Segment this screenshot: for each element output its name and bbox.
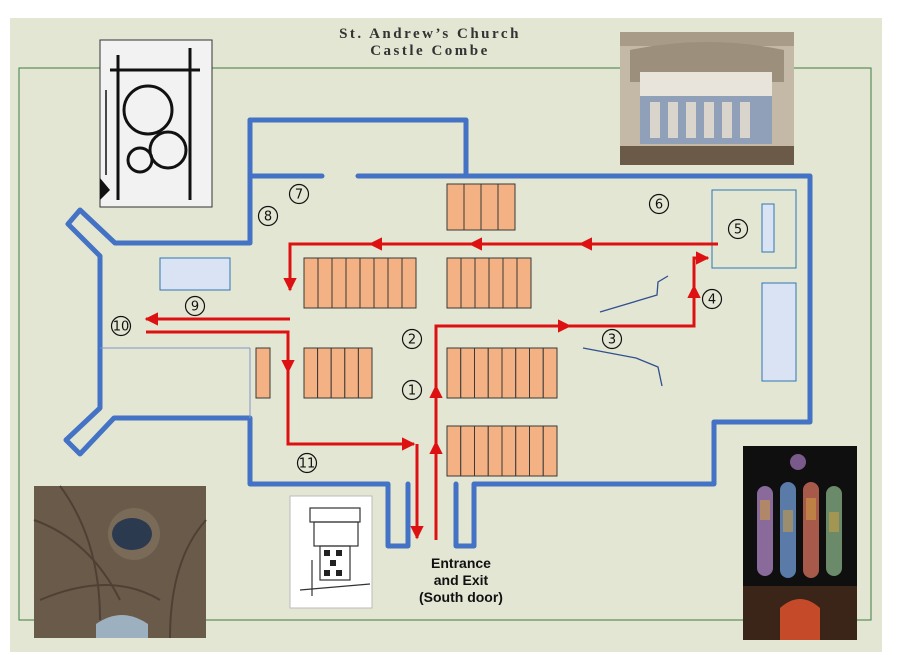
church-walls (63, 117, 813, 549)
marker-number: 3 (608, 333, 616, 348)
pew (446, 257, 462, 309)
altar (761, 203, 775, 253)
pew (357, 347, 373, 399)
marker-6: 6 (648, 193, 670, 215)
marker-2: 2 (401, 328, 423, 350)
marker-circle (257, 205, 279, 227)
pew (515, 347, 530, 399)
pew (460, 347, 475, 399)
pew (255, 347, 271, 399)
marker-number: 4 (708, 293, 716, 308)
marker-circle (601, 328, 623, 350)
pew (331, 257, 347, 309)
pew (529, 347, 544, 399)
marker-circle (184, 295, 206, 317)
entrance-line-3: (South door) (419, 589, 503, 605)
pew (501, 425, 517, 477)
church-title: St. Andrew’s Church Castle Combe (290, 26, 570, 60)
pew (345, 257, 361, 309)
marker-number: 2 (408, 333, 416, 348)
pew (480, 183, 499, 231)
pew (446, 347, 462, 399)
pew (501, 347, 517, 399)
marker-circle (401, 379, 423, 401)
marker-circle (288, 183, 310, 205)
pew (488, 257, 504, 309)
pew (497, 183, 516, 231)
pew (359, 257, 375, 309)
pew (516, 257, 532, 309)
pew (463, 183, 482, 231)
pew (487, 347, 503, 399)
pew (529, 425, 544, 477)
stained-glass-photo (743, 446, 857, 640)
marker-circle (110, 315, 132, 337)
marker-number: 1 (408, 384, 416, 399)
entrance-label: Entrance and Exit (South door) (406, 555, 516, 606)
pew (487, 425, 503, 477)
map-frame (18, 67, 872, 621)
marker-7: 7 (288, 183, 310, 205)
title-place: Castle Combe (370, 43, 490, 59)
screen-south (582, 347, 663, 387)
pew (344, 347, 359, 399)
visitor-route (144, 237, 718, 540)
pews (255, 183, 558, 477)
pew (474, 425, 489, 477)
pew (401, 257, 417, 309)
marker-11: 11 (296, 452, 318, 474)
pew (515, 425, 530, 477)
marker-number: 5 (734, 223, 742, 238)
marker-circle (727, 218, 749, 240)
pew (460, 425, 475, 477)
marker-number: 11 (299, 457, 316, 472)
pew (303, 257, 319, 309)
pew (446, 183, 465, 231)
marker-circle (296, 452, 318, 474)
pew (387, 257, 403, 309)
pew (474, 347, 489, 399)
marker-number: 6 (655, 198, 663, 213)
pew (502, 257, 518, 309)
screen-north (599, 275, 669, 313)
marker-10: 10 (110, 315, 132, 337)
marker-number: 10 (113, 320, 130, 335)
pew (460, 257, 476, 309)
marker-4: 4 (701, 288, 723, 310)
pew (474, 257, 490, 309)
entrance-line-1: Entrance (431, 555, 491, 571)
pew (542, 347, 558, 399)
pew (317, 347, 332, 399)
marker-9: 9 (184, 295, 206, 317)
vault-photo (33, 485, 207, 639)
tomb-block (761, 282, 797, 382)
pew (373, 257, 389, 309)
marker-circle (401, 328, 423, 350)
marker-5: 5 (727, 218, 749, 240)
marker-number: 8 (264, 210, 272, 225)
marker-3: 3 (601, 328, 623, 350)
marker-1: 1 (401, 379, 423, 401)
pew (330, 347, 346, 399)
font-drawing (289, 495, 373, 609)
pew (317, 257, 333, 309)
sanctuary-outline (711, 189, 797, 269)
entrance-line-2: and Exit (433, 572, 489, 588)
marker-number: 7 (295, 188, 303, 203)
pew (542, 425, 558, 477)
title-name: St. Andrew’s Church (339, 26, 521, 42)
bench-block (159, 257, 231, 291)
pew (303, 347, 319, 399)
tomb-photo (620, 32, 794, 165)
marker-circle (701, 288, 723, 310)
clock-drawing (99, 39, 213, 208)
marker-number: 9 (191, 300, 199, 315)
pew (446, 425, 462, 477)
marker-8: 8 (257, 205, 279, 227)
marker-circle (648, 193, 670, 215)
